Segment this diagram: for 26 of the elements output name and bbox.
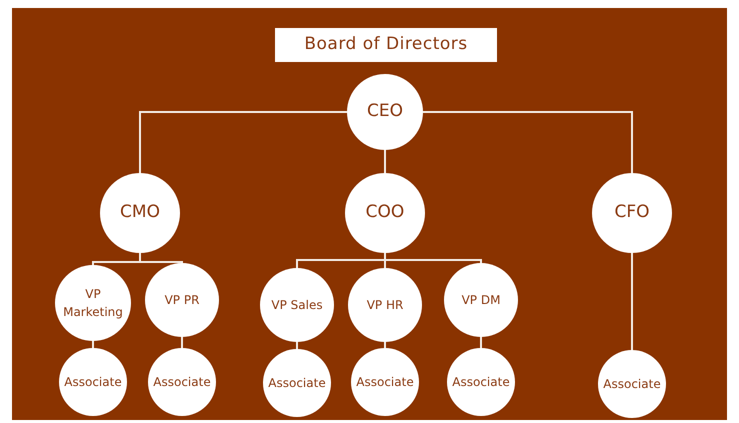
role-label: Associate — [153, 374, 211, 391]
role-label: Board of Directors — [304, 33, 468, 56]
connector-line — [480, 337, 482, 348]
role-label: Associate — [268, 375, 326, 392]
connector-line — [384, 150, 386, 173]
role-label: COO — [366, 201, 404, 224]
role-label: Associate — [603, 376, 661, 393]
connector-line — [92, 341, 94, 348]
role-label: VP PR — [164, 292, 200, 309]
role-label: Associate — [452, 374, 510, 391]
connector-line — [384, 342, 386, 348]
role-label: VP DM — [462, 292, 500, 309]
connector-line — [296, 342, 298, 349]
role-label: VP Sales — [271, 297, 323, 314]
role-label: CFO — [614, 201, 650, 224]
title-box — [275, 28, 497, 62]
role-label: Associate — [64, 374, 122, 391]
connector-line — [139, 111, 347, 173]
role-label: CMO — [120, 201, 160, 224]
role-label: CEO — [367, 100, 403, 124]
connector-line — [631, 253, 633, 350]
connector-line — [423, 111, 633, 173]
role-label: VP Marketing — [62, 286, 124, 321]
role-label: Associate — [356, 374, 414, 391]
role-label: VP HR — [366, 297, 404, 314]
connector-line — [181, 337, 183, 348]
